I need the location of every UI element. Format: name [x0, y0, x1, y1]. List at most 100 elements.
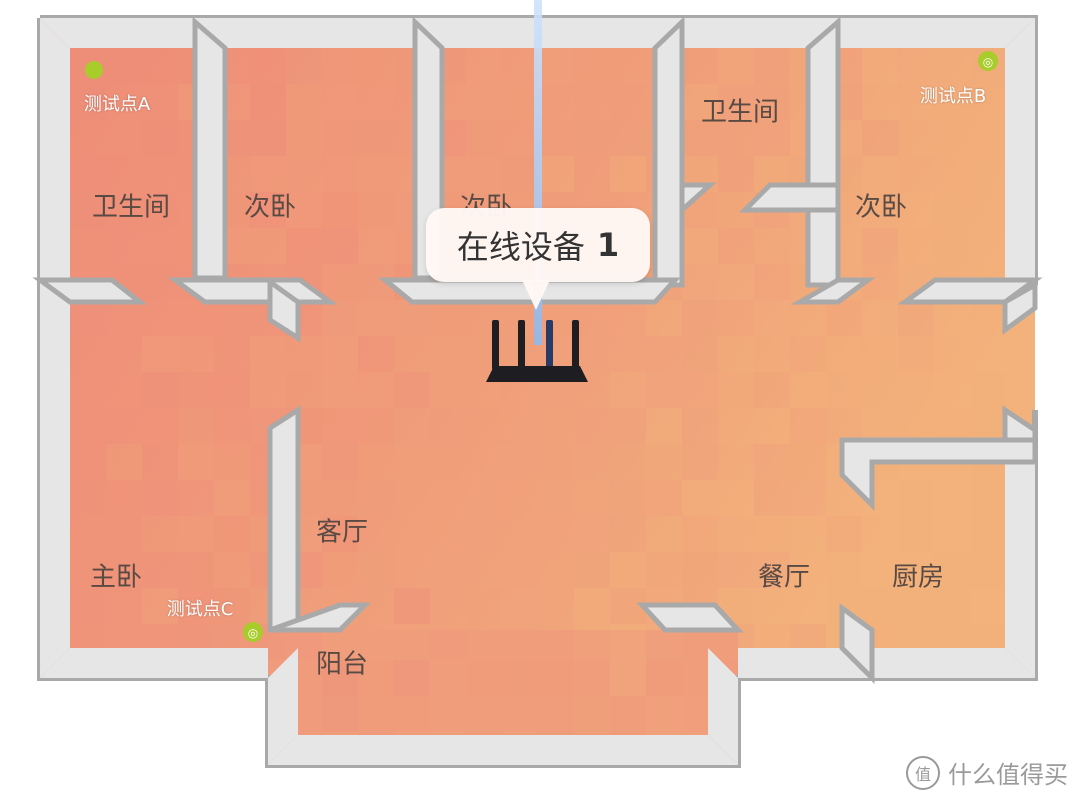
heatmap-cell — [682, 372, 718, 408]
heatmap-cell — [70, 588, 106, 624]
heatmap-cell — [862, 84, 898, 120]
heatmap-cell — [718, 516, 754, 552]
heatmap-cell — [430, 624, 466, 660]
online-devices-popup[interactable]: 在线设备 1 — [426, 208, 650, 282]
heatmap-cell — [358, 228, 394, 264]
heatmap-cell — [358, 372, 394, 408]
heatmap-cell — [754, 336, 790, 372]
heatmap-cell — [898, 120, 934, 156]
heatmap-cell — [934, 480, 970, 516]
heatmap-cell — [358, 192, 394, 228]
heatmap-cell — [862, 192, 898, 228]
heatmap-cell — [934, 84, 970, 120]
heatmap-cell — [286, 228, 322, 264]
heatmap-cell — [178, 408, 214, 444]
heatmap-cell — [106, 588, 142, 624]
heatmap-cell — [106, 48, 142, 84]
heatmap-cell — [394, 552, 430, 588]
heatmap-cell — [610, 696, 646, 732]
heatmap-cell — [862, 588, 898, 624]
heatmap-cell — [682, 480, 718, 516]
heatmap-cell — [286, 120, 322, 156]
heatmap-cell — [358, 84, 394, 120]
heatmap-cell — [862, 552, 898, 588]
heatmap-cell — [142, 372, 178, 408]
heatmap-cell — [250, 228, 286, 264]
heatmap-cell — [646, 372, 682, 408]
heatmap-cell — [898, 228, 934, 264]
heatmap-cell — [466, 156, 502, 192]
heatmap-cell — [574, 516, 610, 552]
heatmap-cell — [214, 408, 250, 444]
heatmap-cell — [322, 84, 358, 120]
heatmap-cell — [214, 480, 250, 516]
test-point-a-marker[interactable] — [85, 61, 103, 79]
heatmap-cell — [106, 300, 142, 336]
heatmap-cell — [502, 444, 538, 480]
heatmap-cell — [970, 84, 1006, 120]
heatmap-cell — [610, 300, 646, 336]
heatmap-cell — [682, 552, 718, 588]
heatmap-cell — [610, 120, 646, 156]
heatmap-cell — [934, 588, 970, 624]
heatmap-cell — [610, 84, 646, 120]
heatmap-cell — [430, 336, 466, 372]
heatmap-cell — [682, 444, 718, 480]
heatmap-cell — [574, 660, 610, 696]
heatmap-cell — [322, 48, 358, 84]
heatmap-cell — [142, 156, 178, 192]
heatmap-cell — [142, 588, 178, 624]
heatmap-cell — [502, 552, 538, 588]
heatmap-cell — [250, 336, 286, 372]
heatmap-cell — [718, 264, 754, 300]
heatmap-cell — [898, 480, 934, 516]
heatmap-cell — [322, 300, 358, 336]
heatmap-cell — [466, 516, 502, 552]
test-point-c-marker[interactable]: ◎ — [243, 622, 263, 642]
heatmap-cell — [106, 156, 142, 192]
heatmap-cell — [754, 264, 790, 300]
heatmap-cell — [898, 336, 934, 372]
heatmap-cell — [862, 300, 898, 336]
heatmap-cell — [754, 300, 790, 336]
heatmap-cell — [106, 372, 142, 408]
heatmap-cell — [466, 84, 502, 120]
heatmap-cell — [970, 372, 1006, 408]
heatmap-cell — [574, 624, 610, 660]
heatmap-cell — [646, 444, 682, 480]
heatmap-cell — [358, 624, 394, 660]
heatmap-cell — [466, 696, 502, 732]
heatmap-cell — [718, 552, 754, 588]
heatmap-cell — [466, 552, 502, 588]
heatmap-cell — [322, 156, 358, 192]
heatmap-cell — [430, 408, 466, 444]
heatmap-cell — [610, 480, 646, 516]
heatmap-cell — [934, 192, 970, 228]
heatmap-cell — [430, 516, 466, 552]
heatmap-cell — [70, 156, 106, 192]
heatmap-cell — [754, 480, 790, 516]
heatmap-cell — [142, 300, 178, 336]
heatmap-cell — [178, 516, 214, 552]
heatmap-cell — [646, 408, 682, 444]
heatmap-cell — [214, 300, 250, 336]
heatmap-cell — [610, 624, 646, 660]
heatmap-cell — [322, 372, 358, 408]
heatmap-cell — [898, 156, 934, 192]
heatmap-cell — [430, 480, 466, 516]
heatmap-cell — [574, 588, 610, 624]
heatmap-cell — [466, 408, 502, 444]
heatmap-cell — [826, 336, 862, 372]
heatmap-cell — [466, 660, 502, 696]
heatmap-cell — [790, 372, 826, 408]
heatmap-cell — [430, 696, 466, 732]
test-point-b-marker[interactable]: ◎ — [978, 51, 998, 71]
heatmap-cell — [898, 552, 934, 588]
heatmap-cell — [790, 552, 826, 588]
test-point-c-label: 测试点C — [166, 599, 234, 620]
heatmap-cell — [646, 516, 682, 552]
heatmap-cell — [790, 588, 826, 624]
heatmap-cell — [394, 444, 430, 480]
heatmap-cell — [682, 48, 718, 84]
heatmap-cell — [106, 552, 142, 588]
